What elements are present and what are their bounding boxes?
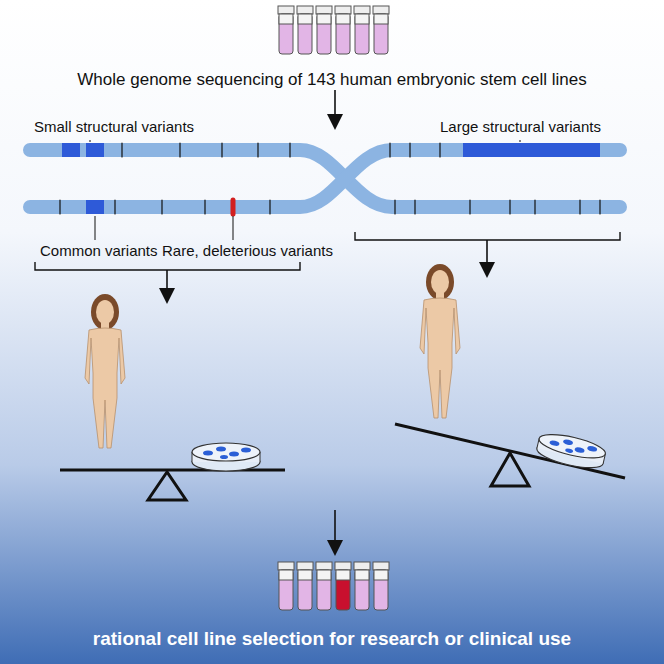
person — [85, 294, 125, 448]
arrow — [334, 90, 336, 122]
bottom-tubes — [278, 562, 389, 610]
arrow — [166, 270, 168, 296]
leader-lines — [90, 140, 520, 240]
top-tubes — [278, 6, 389, 54]
brackets — [35, 232, 620, 270]
heading-text: Whole genome sequencing of 143 human emb… — [77, 70, 586, 90]
chromosomes — [30, 143, 620, 214]
balance-left — [60, 443, 285, 500]
variant-label: Small structural variants — [34, 118, 194, 135]
arrow — [334, 510, 336, 548]
person — [420, 264, 460, 418]
balance-right — [395, 424, 625, 486]
variant-label: Common variants — [40, 242, 158, 259]
variant-label: Rare, deleterious variants — [162, 242, 333, 259]
conclusion-text: rational cell line selection for researc… — [93, 628, 571, 650]
variant-label: Large structural variants — [440, 118, 601, 135]
arrow — [486, 240, 488, 270]
